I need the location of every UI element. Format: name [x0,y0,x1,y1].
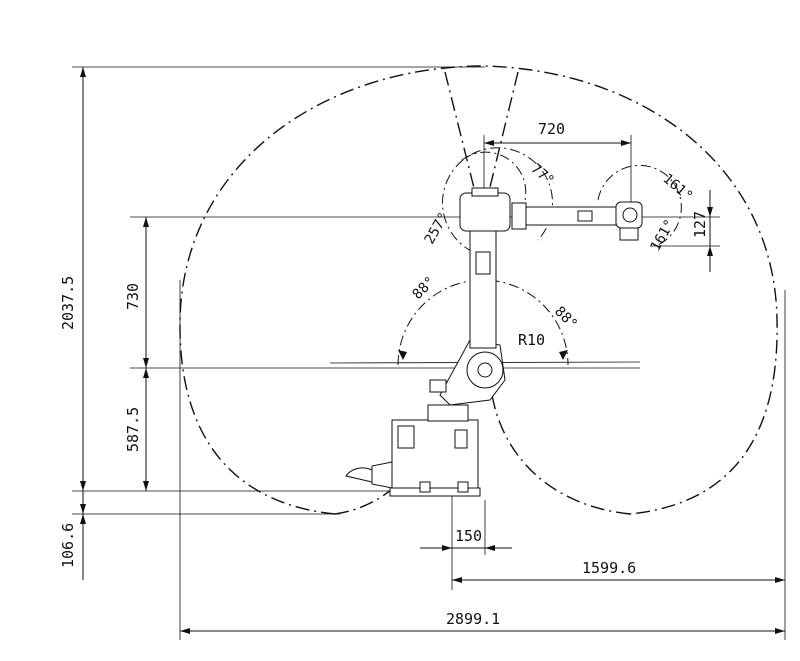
robot-base [345,404,481,497]
elbow-joint-arc [442,147,553,253]
half-width-label: 1599.6 [582,559,636,577]
overall-width-label: 2899.1 [446,610,500,628]
wrist-joint-arc [597,164,682,246]
upper-arm-label: 730 [124,283,142,310]
robot-forearm [525,206,617,226]
base-offset-label: 150 [455,527,482,545]
workspace-envelope [179,65,778,515]
elbow-pitch-angle: 77° [527,161,557,190]
robot-elbow [459,187,527,232]
radius-label: R10 [518,331,545,349]
workspace-lower-right [491,394,631,515]
shoulder-left-angle: 88° [410,274,439,303]
overall-height-label: 2037.5 [59,276,77,330]
elbow-top-arc [461,151,527,201]
arrow-heads [80,67,785,634]
wrist-a-angle: 161° [659,171,695,205]
base-height-label: 587.5 [124,407,142,452]
shoulder-right-angle: 88° [551,304,580,333]
wrist-offset-label: 127 [691,211,709,238]
robot-upper-arm [469,227,497,349]
top-reach-label: 720 [538,120,565,138]
robot-wrist [615,201,643,241]
shoulder-joint-arc [397,279,569,366]
wrist-b-angle: 161° [648,217,679,254]
base-depth-label: 106.6 [59,523,77,568]
elbow-roll-angle: 257° [422,210,453,247]
robot-shoulder [429,339,506,406]
